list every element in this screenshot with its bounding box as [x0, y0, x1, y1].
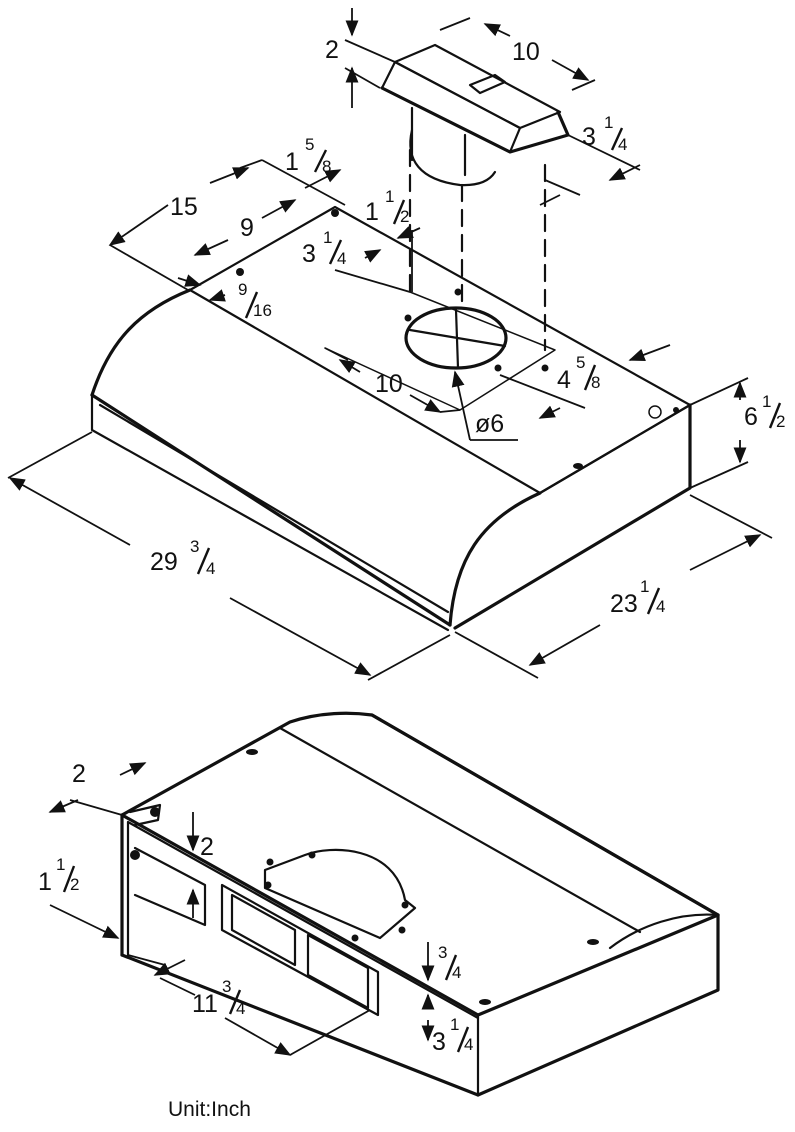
label-duct-offset-whole: 1 [365, 198, 379, 226]
dim-back-offset: 2 [48, 760, 147, 816]
dim-vent-drop: 2 [186, 812, 214, 918]
label-vent-height-den: 4 [464, 1035, 473, 1054]
motor-assembly [380, 43, 570, 352]
label-motor-height: 2 [325, 36, 339, 64]
label-vent-offset-num: 3 [438, 943, 447, 962]
unit-label: Unit:Inch [168, 1098, 251, 1121]
label-cutout-depth-den: 4 [337, 249, 346, 268]
dim-round-duct: ø6 [451, 370, 518, 441]
label-vent-width-num: 3 [222, 977, 231, 996]
hood-bottom-view [120, 711, 720, 1097]
label-duct-offset-den: 2 [400, 207, 409, 226]
label-wire-height-whole: 1 [38, 868, 52, 896]
dim-wire-height: 1 1 2 [38, 855, 120, 939]
label-motor-width: 10 [512, 38, 540, 66]
label-depth-den: 4 [656, 597, 665, 616]
label-edge-offset-den: 8 [322, 157, 331, 176]
dim-width: 29 3 4 [7, 431, 451, 681]
label-cutout-depth-num: 1 [323, 228, 332, 247]
dim-vent-width: 11 3 4 [127, 954, 371, 1056]
label-vent-width-whole: 11 [192, 990, 218, 1018]
label-height-den: 2 [776, 412, 785, 431]
dim-cutout-depth: 3 1 4 [302, 228, 411, 293]
label-cutout-setback-whole: 4 [557, 366, 571, 394]
label-screw-offset-num: 9 [238, 280, 247, 299]
dim-motor-width: 10 [439, 17, 596, 91]
dim-motor-height: 2 [325, 8, 396, 108]
label-vent-offset-den: 4 [452, 963, 461, 982]
label-height-num: 1 [762, 392, 771, 411]
dim-duct-offset: 1 1 2 [365, 187, 421, 292]
dim-depth: 23 1 4 [454, 494, 773, 679]
dim-motor-depth: 3 1 4 [539, 113, 641, 206]
label-edge-offset-num: 5 [305, 135, 314, 154]
label-motor-depth-den: 4 [618, 135, 627, 154]
dim-screw-offset: 9 16 [177, 274, 272, 320]
hood-top-view [90, 205, 692, 632]
dim-vent-height: 3 1 4 [421, 993, 473, 1056]
label-width-den: 4 [206, 559, 215, 578]
label-motor-depth-whole: 3 [582, 123, 596, 151]
dim-cutout-width: 10 [324, 347, 461, 413]
label-depth-num: 1 [640, 577, 649, 596]
label-motor-depth-num: 1 [604, 113, 613, 132]
label-screw-span-15: 15 [170, 193, 198, 221]
dim-screw-span-9: 9 [193, 199, 297, 256]
label-round-duct: ø6 [475, 410, 504, 438]
label-width-num: 3 [190, 537, 199, 556]
label-cutout-setback-num: 5 [576, 353, 585, 372]
label-cutout-width: 10 [375, 370, 403, 398]
label-vent-height-num: 1 [450, 1015, 459, 1034]
dim-cutout-setback: 4 5 8 [499, 344, 671, 419]
label-wire-height-num: 1 [56, 855, 65, 874]
label-screw-offset-den: 16 [253, 301, 272, 320]
label-edge-offset-whole: 1 [285, 148, 299, 176]
label-vent-height-whole: 3 [432, 1028, 446, 1056]
label-cutout-depth-whole: 3 [302, 240, 316, 268]
label-cutout-setback-den: 8 [591, 373, 600, 392]
dim-screw-span-15: 15 [108, 167, 250, 291]
label-wire-height-den: 2 [70, 875, 79, 894]
dim-vent-offset: 3 4 [421, 942, 461, 982]
dim-height: 6 1 2 [689, 377, 785, 489]
label-width-whole: 29 [150, 548, 178, 576]
label-vent-width-den: 4 [236, 999, 245, 1018]
label-vent-drop: 2 [200, 833, 214, 861]
label-height-whole: 6 [744, 403, 758, 431]
label-duct-offset-num: 1 [385, 187, 394, 206]
label-screw-span-9: 9 [240, 214, 254, 242]
dim-edge-offset: 1 5 8 [239, 135, 346, 206]
label-back-offset: 2 [72, 760, 86, 788]
label-depth-whole: 23 [610, 590, 638, 618]
